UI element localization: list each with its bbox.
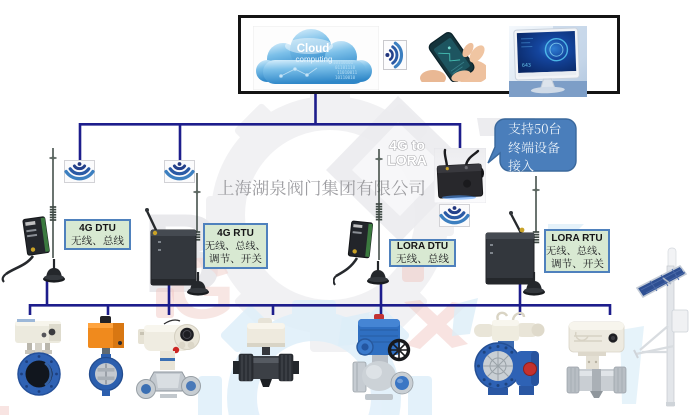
- svg-text:10110101: 10110101: [333, 60, 354, 65]
- solar-panel: [635, 264, 688, 299]
- 4g-rtu-feature-1: [209, 252, 262, 263]
- 4g-dtu-device: [1, 148, 65, 283]
- lora-rtu-title: LORA RTU: [551, 232, 603, 244]
- product-electric-flanged-ball-valve-blue: [352, 314, 414, 400]
- svg-text:643: 643: [522, 63, 531, 69]
- cloud-computing-image: Cloud computing 10110101 01101110 110100…: [253, 26, 379, 90]
- lora-rtu-label: LORA RTU: [544, 229, 610, 273]
- lora-dtu-label: LORA DTU: [389, 239, 456, 267]
- wifi-icon-gateway: [439, 204, 470, 227]
- lora-rtu-feature-0: [546, 245, 601, 255]
- product-electric-upvc-ball-valve: [233, 318, 299, 387]
- bubble-line-2: [508, 141, 560, 153]
- lora-dtu-device: [333, 149, 389, 286]
- 4g-rtu-title: 4G RTU: [217, 227, 254, 239]
- gateway-callout-bubble: [486, 113, 582, 177]
- bubble-line-3: [508, 159, 534, 172]
- gateway-device: [434, 148, 486, 203]
- svg-text:10110010: 10110010: [335, 75, 356, 80]
- gateway-caption-line2: LORA: [387, 152, 427, 168]
- 4g-rtu-feature-0: [205, 240, 259, 250]
- 4g-rtu-label: 4G RTU: [203, 223, 268, 269]
- svg-text:01101110: 01101110: [335, 65, 356, 70]
- 4g-rtu-device: [145, 173, 209, 296]
- wifi-icon-left: [64, 160, 95, 183]
- wifi-signal-icon: [383, 40, 407, 70]
- wifi-icon-mid: [164, 160, 195, 183]
- 4g-dtu-feature-0: [71, 234, 124, 245]
- product-electric-globe-valve: [136, 319, 201, 399]
- svg-text:11010011: 11010011: [337, 70, 358, 75]
- product-solar-power-pole: [633, 247, 689, 407]
- wire-upper-bus: [78, 123, 462, 162]
- desktop-computer-image: 643: [509, 26, 587, 97]
- product-electric-butterfly-valve-wafer-orange: [88, 316, 124, 396]
- cloud-subtitle-text: computing: [296, 55, 333, 64]
- lora-rtu-feature-1: [550, 257, 604, 268]
- cloud-title-text: Cloud: [297, 43, 330, 55]
- lora-dtu-feature-0: [396, 253, 449, 264]
- lora-dtu-title: LORA DTU: [396, 241, 449, 252]
- product-electric-triple-offset-butterfly-valve: [474, 311, 545, 395]
- mobile-phone-image: [419, 32, 486, 82]
- gateway-caption-line1: 4G to: [389, 137, 425, 153]
- wire-lower-bus: [28, 304, 612, 315]
- bubble-line-1: [508, 122, 561, 135]
- gateway-caption-watermark: 4G to LORA: [387, 136, 428, 168]
- product-electric-butterfly-valve-flanged: [15, 319, 61, 396]
- lora-rtu-device: [485, 176, 545, 296]
- product-electric-sanitary-ball-valve: [566, 321, 627, 398]
- 4g-dtu-label: 4G DTU: [64, 219, 131, 250]
- 4g-dtu-title: 4G DTU: [79, 222, 116, 234]
